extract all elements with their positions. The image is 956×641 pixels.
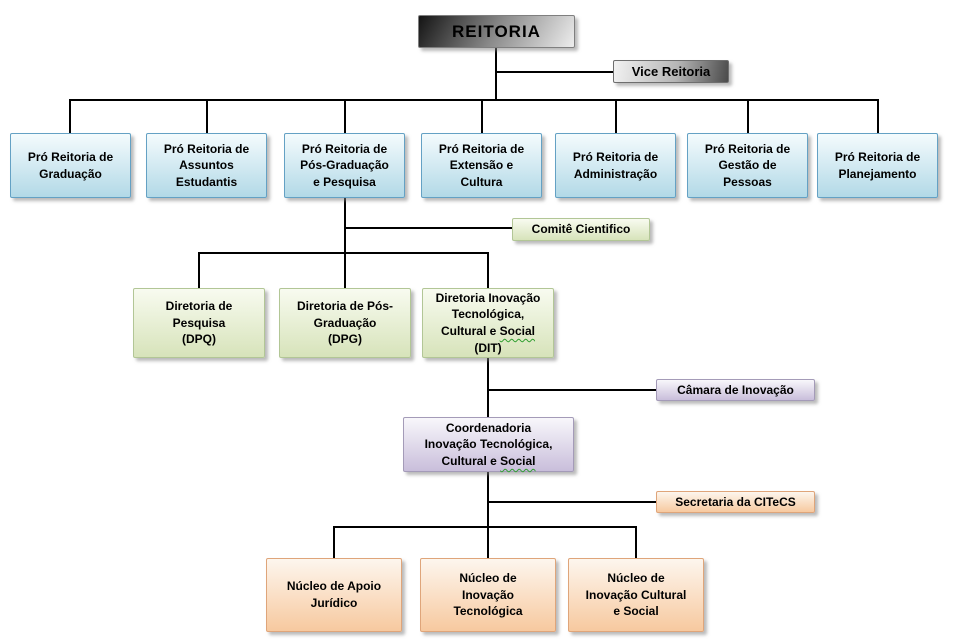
node-label: Câmara de Inovação <box>677 382 794 397</box>
node-label: Coordenadoria Inovação Tecnológica, <box>424 420 553 452</box>
node-label: Vice Reitoria <box>631 63 711 79</box>
node-label: Pró Reitoria de Assuntos Estudantis <box>163 141 250 189</box>
node-label: REITORIA <box>452 21 541 41</box>
connector-drop-nucleo-cultural <box>635 526 637 558</box>
node-label: Pró Reitoria de Extensão e Cultura <box>438 141 525 189</box>
node-pro-reitoria-extensao-cultura: Pró Reitoria de Extensão e Cultura <box>421 133 542 198</box>
connector-drop-gestao <box>747 99 749 133</box>
node-label: Cultural e <box>440 324 497 338</box>
node-coordenadoria-citecs: Coordenadoria Inovação Tecnológica, Cult… <box>403 417 574 472</box>
node-label-squiggle-line: Cultural e Social <box>441 453 535 470</box>
connector-comite-branch <box>345 227 512 229</box>
node-label: Núcleo de Inovação Cultural e Social <box>585 571 687 619</box>
node-pro-reitoria-graduacao: Pró Reitoria de Graduação <box>10 133 131 198</box>
spellcheck-underline: Social <box>499 324 536 338</box>
node-acronym: (DIT) <box>474 340 502 355</box>
spellcheck-underline: Social <box>500 453 536 468</box>
node-nucleo-apoio-juridico: Núcleo de Apoio Jurídico <box>266 558 402 632</box>
node-nucleo-inovacao-cultural-social: Núcleo de Inovação Cultural e Social <box>568 558 704 632</box>
connector-drop-dit <box>487 252 489 288</box>
node-nucleo-inovacao-tecnologica: Núcleo de Inovação Tecnológica <box>420 558 556 632</box>
node-pro-reitoria-assuntos-estudantis: Pró Reitoria de Assuntos Estudantis <box>146 133 267 198</box>
node-diretoria-inovacao-dit: Diretoria Inovação Tecnológica, Cultural… <box>422 288 554 358</box>
node-label: Diretoria de Pós- Graduação (DPG) <box>296 299 394 347</box>
connector-posgrad-down <box>344 198 346 288</box>
connector-secretaria-branch <box>488 501 656 503</box>
node-label: Comitê Cientifico <box>531 222 631 237</box>
node-camara-inovacao: Câmara de Inovação <box>656 379 815 401</box>
node-label: Pró Reitoria de Graduação <box>27 149 114 181</box>
connector-drop-extensao <box>481 99 483 133</box>
node-label-squiggle-line: Cultural e Social <box>441 323 535 340</box>
node-label: Pró Reitoria de Administração <box>572 149 659 181</box>
node-label: Diretoria de Pesquisa (DPQ) <box>165 299 233 347</box>
node-pro-reitoria-gestao-pessoas: Pró Reitoria de Gestão de Pessoas <box>687 133 808 198</box>
node-reitoria: REITORIA <box>418 15 575 48</box>
connector-drop-posgraduacao <box>344 99 346 133</box>
node-label: Cultural e <box>441 453 497 468</box>
node-vice-reitoria: Vice Reitoria <box>613 60 729 83</box>
connector-vice-branch <box>496 71 613 73</box>
connector-bus-level1 <box>69 99 879 101</box>
node-comite-cientifico: Comitê Cientifico <box>512 218 650 241</box>
connector-root-down <box>495 48 497 101</box>
node-label: Pró Reitoria de Planejamento <box>834 149 921 181</box>
node-label: Núcleo de Inovação Tecnológica <box>453 571 523 619</box>
connector-bus-level3 <box>333 526 637 528</box>
connector-bus-level2 <box>198 252 489 254</box>
node-pro-reitoria-planejamento: Pró Reitoria de Planejamento <box>817 133 938 198</box>
node-label: Núcleo de Apoio Jurídico <box>286 579 382 610</box>
node-label: Diretoria Inovação Tecnológica, <box>435 290 541 322</box>
node-label: Pró Reitoria de Pós-Graduação e Pesquisa <box>300 141 389 189</box>
node-pro-reitoria-pos-graduacao-pesquisa: Pró Reitoria de Pós-Graduação e Pesquisa <box>284 133 405 198</box>
connector-drop-graduacao <box>69 99 71 133</box>
connector-coordenadoria-down <box>487 472 489 558</box>
node-pro-reitoria-administracao: Pró Reitoria de Administração <box>555 133 676 198</box>
node-diretoria-pos-graduacao-dpg: Diretoria de Pós- Graduação (DPG) <box>279 288 411 358</box>
connector-drop-planejamento <box>877 99 879 133</box>
node-label: Pró Reitoria de Gestão de Pessoas <box>704 141 791 189</box>
connector-camara-branch <box>488 389 656 391</box>
connector-drop-assuntos <box>206 99 208 133</box>
connector-dit-down <box>487 358 489 417</box>
node-diretoria-pesquisa-dpq: Diretoria de Pesquisa (DPQ) <box>133 288 265 358</box>
connector-drop-nucleo-juridico <box>333 526 335 558</box>
node-secretaria-citecs: Secretaria da CITeCS <box>656 491 815 513</box>
connector-drop-dpq <box>198 252 200 288</box>
node-label: Secretaria da CITeCS <box>675 494 796 509</box>
connector-drop-administracao <box>615 99 617 133</box>
